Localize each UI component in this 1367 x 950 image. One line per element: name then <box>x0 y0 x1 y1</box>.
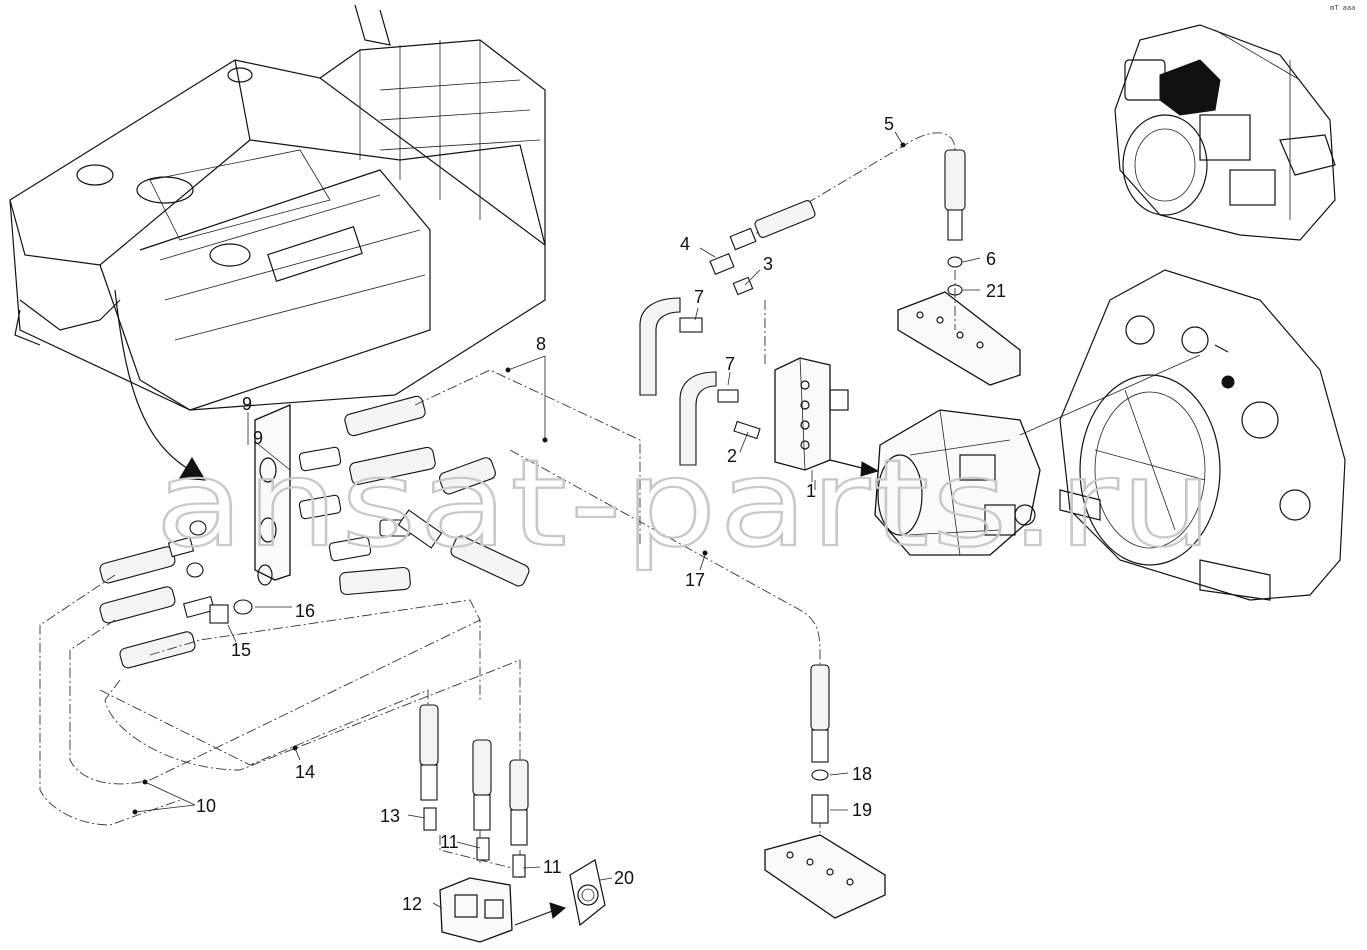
machine-frame-drawing <box>9 4 546 481</box>
label-11-right: 11 <box>543 857 562 877</box>
hose-17-assembly <box>764 664 886 919</box>
elbow-hoses <box>639 297 761 466</box>
label-12: 12 <box>402 894 422 914</box>
label-9-upper: 9 <box>242 394 252 414</box>
label-21: 21 <box>986 281 1006 301</box>
label-5: 5 <box>884 114 894 134</box>
label-7-lower: 7 <box>725 354 735 374</box>
hose-5-assembly <box>709 132 1021 386</box>
bottom-hoses-and-motor <box>419 704 606 943</box>
label-13: 13 <box>380 806 400 826</box>
part-labels: 1 2 3 4 5 6 7 7 8 9 9 10 11 11 12 13 14 … <box>196 114 1006 914</box>
corner-code: mT aaa <box>1330 4 1355 12</box>
label-14: 14 <box>295 762 315 782</box>
label-17: 17 <box>685 570 705 590</box>
main-pump-drawing <box>829 354 1201 556</box>
label-15: 15 <box>231 640 251 660</box>
label-19: 19 <box>852 800 872 820</box>
label-3: 3 <box>763 254 773 274</box>
label-16: 16 <box>295 601 315 621</box>
label-20: 20 <box>614 868 634 888</box>
flywheel-housing-drawing <box>1059 269 1346 601</box>
leader-lines <box>132 131 981 909</box>
label-18: 18 <box>852 764 872 784</box>
label-2: 2 <box>727 446 737 466</box>
control-valve-block <box>764 300 849 490</box>
label-4: 4 <box>680 234 690 254</box>
label-6: 6 <box>986 249 996 269</box>
label-9-lower: 9 <box>253 428 263 448</box>
label-8: 8 <box>536 334 546 354</box>
label-10: 10 <box>196 796 216 816</box>
label-11-left: 11 <box>440 832 459 852</box>
label-7-upper: 7 <box>694 287 704 307</box>
watermark-text: ansat-parts.ru <box>155 435 1215 574</box>
label-1: 1 <box>806 481 816 501</box>
pump-location-inset <box>1114 24 1336 241</box>
